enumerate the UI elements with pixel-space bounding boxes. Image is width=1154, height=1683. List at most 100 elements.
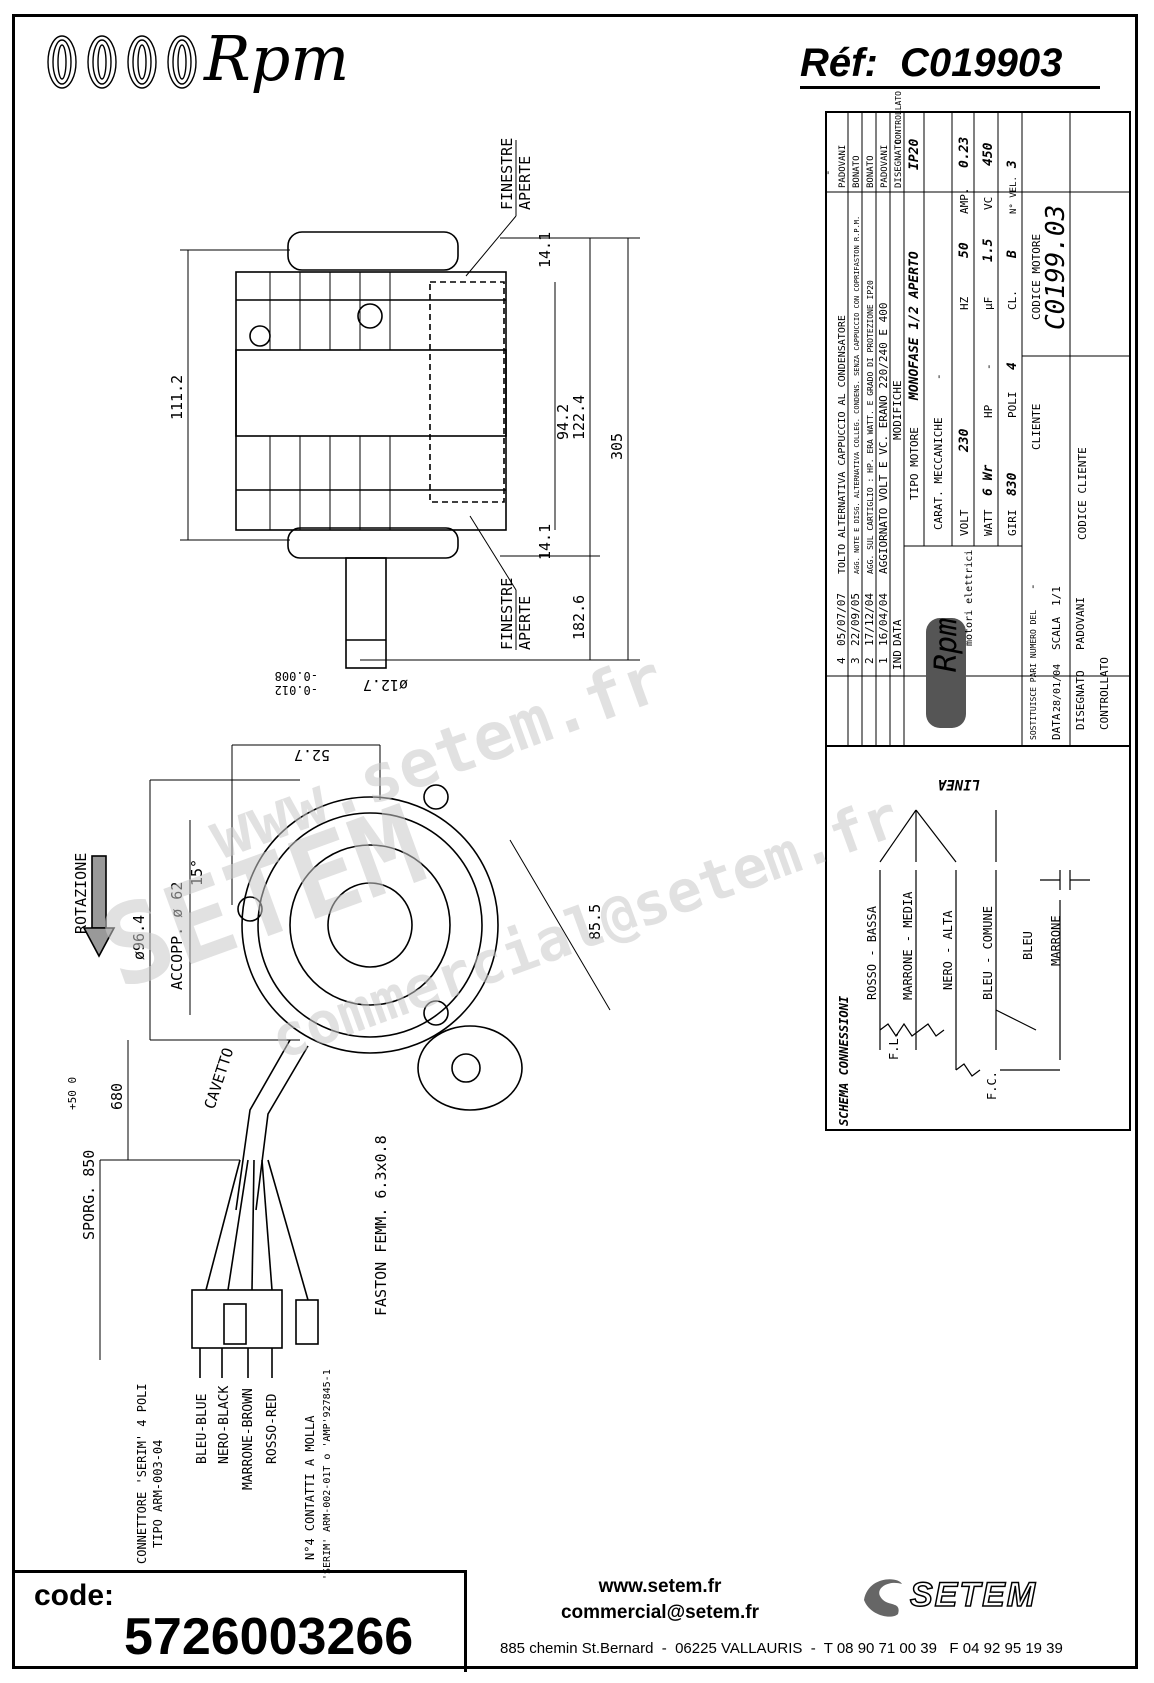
dim-shaft-tol-1: -0.008 xyxy=(275,669,318,683)
rev-date-1: 16/04/04 xyxy=(877,593,890,646)
controllato-dash: - xyxy=(821,169,834,176)
footer-email[interactable]: commercial@setem.fr xyxy=(560,1602,760,1623)
tipo-motore-label: TIPO MOTORE xyxy=(908,427,921,500)
rpm-coil-logo-icon xyxy=(47,35,197,89)
dim-85: 85.5 xyxy=(586,904,604,940)
giri-label: GIRI xyxy=(1006,510,1019,537)
rev-desc-1: AGGIORNATO VOLT E VC. ERANO 220/240 E 40… xyxy=(877,302,890,574)
vel-label: N° VEL. xyxy=(1009,176,1019,214)
disegnato-label: DISEGNATO xyxy=(1074,670,1087,730)
connector xyxy=(191,1159,319,1378)
dim-122: 122.4 xyxy=(570,395,588,440)
rev-author-1: PADOVANI xyxy=(880,145,890,188)
vc-value: 450 xyxy=(981,142,996,166)
brand-name: Rpm xyxy=(204,22,350,95)
schema-fc: F.C. xyxy=(985,1071,999,1100)
footer-web[interactable]: www.setem.fr xyxy=(598,1576,722,1597)
drawing-frame xyxy=(12,14,1138,1669)
controllato-label: CONTROLLATO xyxy=(1098,657,1111,730)
sostituisce-value: - xyxy=(1026,583,1039,590)
rev-ind-3: 3 xyxy=(849,657,862,664)
scala-label: SCALA xyxy=(1050,617,1063,650)
hz-label: HZ xyxy=(958,296,971,310)
reference-label: Réf: xyxy=(800,41,878,85)
connection-schema: SCHEMA CONNESSIONI LINEA ROSSO - BASSA M… xyxy=(825,745,1131,1131)
cliente-label: CLIENTE xyxy=(1030,404,1043,450)
reference: Réf: C019903 xyxy=(800,40,1100,89)
codice-cliente-label: CODICE CLIENTE xyxy=(1076,447,1089,540)
giri-value: 830 xyxy=(1005,472,1020,496)
setem-swirl-icon xyxy=(864,1579,902,1617)
rev-ind-4: 4 xyxy=(835,657,848,664)
dim-96: ø96.4 xyxy=(130,915,148,960)
rev-ind-2: 2 xyxy=(863,657,876,664)
schema-wire-rosso: ROSSO - BASSA xyxy=(865,905,879,1000)
carat-label: CARAT. MECCANICHE xyxy=(932,417,945,530)
dim-shaft: ø12.7 xyxy=(363,676,408,694)
carat-value: - xyxy=(932,373,945,380)
label-connettore-1: CONNETTORE 'SERIM' 4 POLI xyxy=(135,1383,149,1564)
dim-shaft-tol-2: -0.012 xyxy=(275,683,318,697)
label-finestre-bottom-2: APERTE xyxy=(516,596,534,650)
dim-angle: 15° xyxy=(188,859,206,886)
hdr-controllato: CONTROLLATO xyxy=(894,91,903,144)
motor-side-view xyxy=(235,231,507,669)
rev-desc-4: TOLTO ALTERNATIVA CAPPUCCIO AL CONDENSAT… xyxy=(837,315,848,574)
hdr-modifiche: MODIFICHE xyxy=(891,380,904,440)
label-faston: FASTON FEMM. 6.3x0.8 xyxy=(372,1135,390,1316)
footer-address: 885 chemin St.Bernard - 06225 VALLAURIS … xyxy=(500,1640,1063,1657)
label-wire-black: NERO-BLACK xyxy=(217,1386,232,1464)
data-label: DATA xyxy=(1050,713,1063,740)
dim-52: 52.7 xyxy=(294,746,330,764)
code-label: code: xyxy=(34,1579,115,1612)
label-wire-brown: MARRONE-BROWN xyxy=(241,1388,256,1490)
footer-logo: SETEM xyxy=(909,1575,1038,1615)
rev-date-2: 17/12/04 xyxy=(863,593,876,646)
dim-94: 94.2 xyxy=(554,404,572,440)
hp-value: - xyxy=(982,363,995,370)
schema-wire-nero: NERO - ALTA xyxy=(941,910,955,990)
label-rotazione: ROTAZIONE xyxy=(72,853,90,934)
volt-value: 230 xyxy=(957,428,972,453)
disegnato-value: PADOVANI xyxy=(1074,597,1087,650)
code-box: code: 5726003266 xyxy=(12,1570,467,1672)
hz-value: 50 xyxy=(957,242,972,258)
schema-title: SCHEMA CONNESSIONI xyxy=(837,995,851,1126)
hdr-data: DATA xyxy=(891,619,904,646)
cl-label: CL. xyxy=(1006,290,1019,310)
rev-author-2: BONATO xyxy=(866,155,876,188)
rev-desc-3: AGG. NOTE E DISG. ALTERNATIVA COLLEG. CO… xyxy=(853,216,861,574)
dim-182: 182.6 xyxy=(570,595,588,640)
codice-motore-label: CODICE MOTORE xyxy=(1030,234,1043,320)
scala-value: 1/1 xyxy=(1050,586,1063,606)
uf-value: 1.5 xyxy=(981,238,996,262)
reference-value: C019903 xyxy=(900,41,1063,85)
watt-value: 6 Wr xyxy=(981,465,996,496)
poli-label: POLI xyxy=(1006,392,1019,419)
label-connettore-2: TIPO ARM-003-04 xyxy=(151,1440,165,1548)
motor-front-view xyxy=(235,784,523,1211)
rev-date-4: 05/07/07 xyxy=(835,593,848,646)
rev-author-4: PADOVANI xyxy=(838,145,848,188)
rev-date-3: 22/09/05 xyxy=(849,593,862,646)
vc-label: VC xyxy=(982,197,995,210)
label-contatti-1: N°4 CONTATTI A MOLLA xyxy=(303,1415,317,1560)
title-block: 4 05/07/07 TOLTO ALTERNATIVA CAPPUCCIO A… xyxy=(821,91,1131,747)
schema-wire-bleu: BLEU xyxy=(1021,931,1035,960)
dim-305: 305 xyxy=(608,433,626,460)
dim-accopp: ACCOPP. ø 62 xyxy=(168,882,186,990)
data-value: 28/01/04 xyxy=(1052,664,1063,712)
hdr-ind: IND xyxy=(891,650,904,670)
label-finestre-bottom-1: FINESTRE xyxy=(498,578,516,650)
rev-ind-1: 1 xyxy=(877,657,890,664)
schema-fl: F.L. xyxy=(887,1031,901,1060)
label-wire-blue: BLEU-BLUE xyxy=(195,1394,210,1464)
label-wire-red: ROSSO-RED xyxy=(265,1393,280,1464)
watermark: www.setem.fr SETEM commercial@setem.fr xyxy=(85,640,908,1074)
rev-desc-2: AGG. SUL CARTIGLIO : HP. ERA WATT. E GRA… xyxy=(866,280,875,574)
cl-value: B xyxy=(1005,250,1020,259)
amp-label: AMP. xyxy=(958,188,971,215)
hp-label: HP xyxy=(982,404,995,418)
vel-value: 3 xyxy=(1005,160,1020,169)
